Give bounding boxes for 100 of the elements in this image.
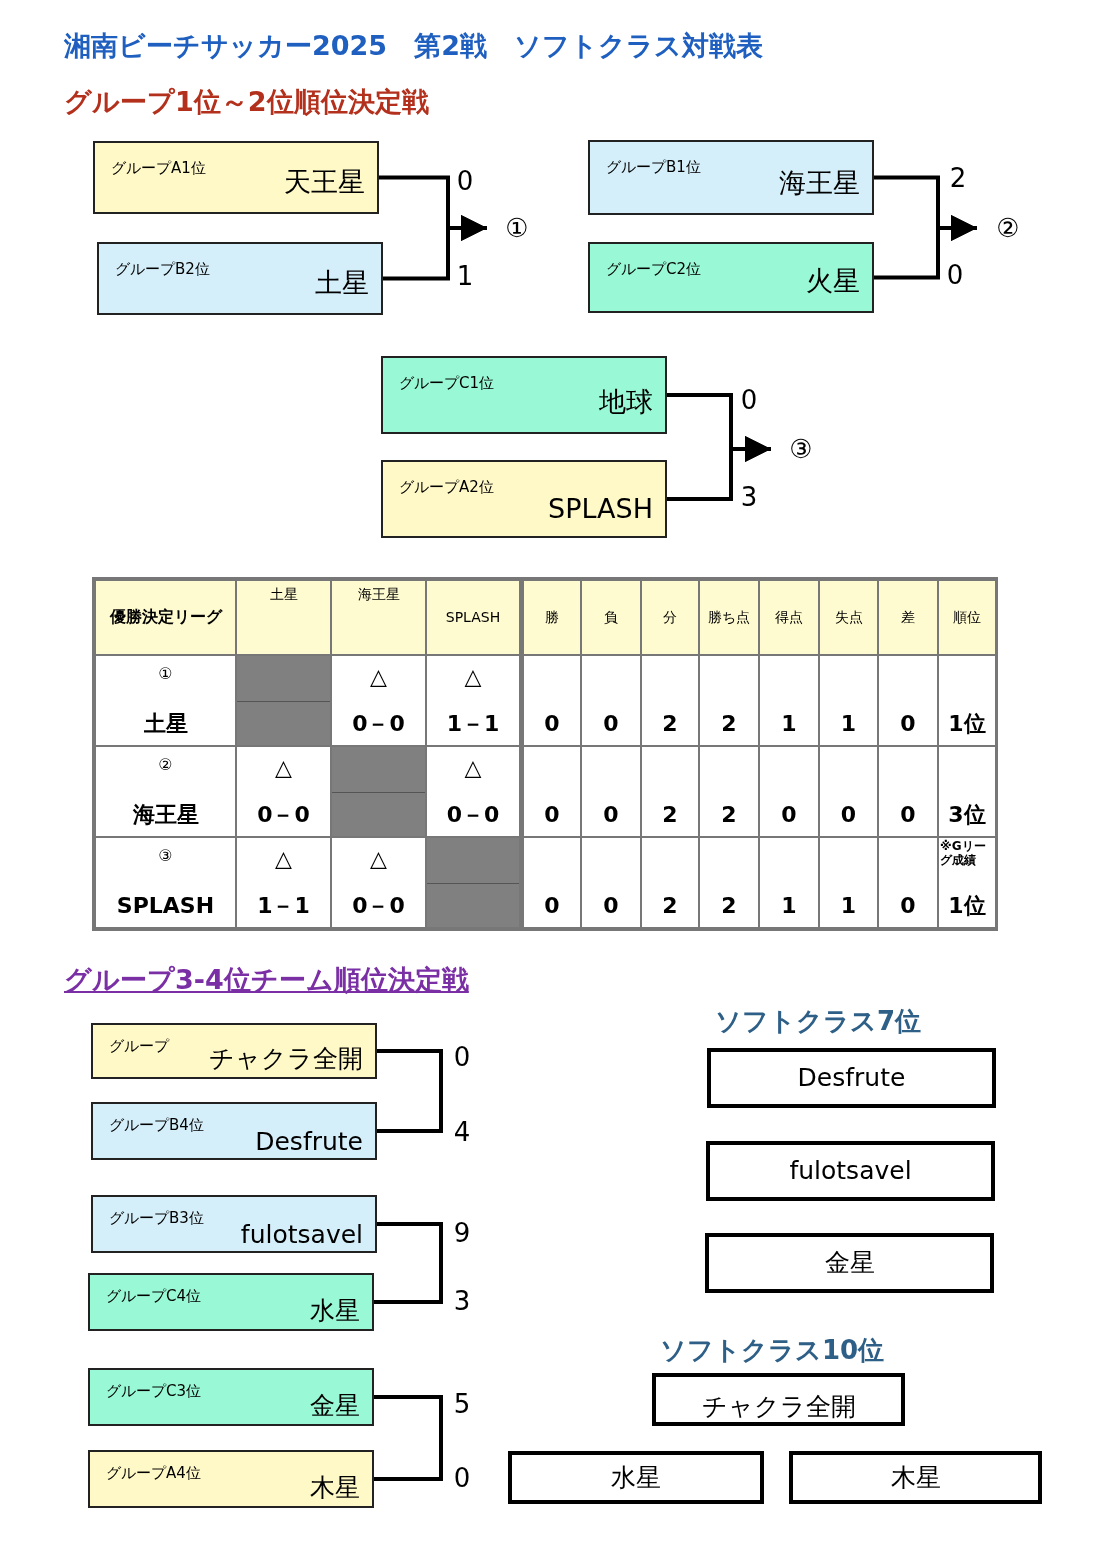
group-label: グループA1位	[111, 159, 206, 178]
group-label: グループA4位	[106, 1464, 201, 1483]
stat-value: 0	[603, 801, 619, 828]
bracket-line	[377, 1049, 443, 1133]
team-box	[588, 140, 874, 215]
match-number: ①	[505, 215, 529, 241]
stat-value: 0	[603, 892, 619, 919]
match-score: 1－1	[446, 710, 500, 737]
match-score: 0－0	[257, 801, 310, 828]
draw-mark: △	[370, 664, 387, 691]
stat-value: 2	[721, 801, 737, 828]
team-name: 金星	[824, 1248, 875, 1278]
group-label: グループB4位	[109, 1116, 204, 1135]
page-title: 湘南ビーチサッカー2025 第2戦 ソフトクラス対戦表	[64, 29, 763, 63]
team-box	[88, 1368, 374, 1426]
team-name: 火星	[806, 264, 860, 298]
team-name: 木星	[890, 1462, 941, 1493]
group-label: グループC4位	[106, 1287, 202, 1306]
stat-value: 2	[662, 801, 678, 828]
header-text: 得点	[775, 607, 803, 627]
stat-value: 2	[721, 710, 737, 737]
group-label: グループB1位	[606, 158, 701, 177]
team-name: 地球	[599, 385, 653, 419]
rank-value: 1位	[948, 710, 986, 737]
stat-value: 1	[781, 710, 797, 737]
match-score: 1－1	[257, 892, 310, 919]
group-label: グループC3位	[106, 1382, 202, 1401]
section-heading: ソフトクラス10位	[660, 1334, 885, 1367]
match-score: 0－0	[352, 892, 405, 919]
group-label: グループA2位	[399, 478, 494, 497]
rank-value: 1位	[948, 892, 986, 919]
stat-value: 0	[900, 801, 916, 828]
draw-mark: △	[464, 664, 482, 691]
stat-value: 1	[840, 710, 857, 737]
draw-mark: △	[275, 755, 292, 782]
team-name: 海王星	[132, 801, 199, 828]
header-text: 順位	[953, 607, 981, 627]
match-number: ③	[789, 436, 813, 462]
stat-value: 1	[840, 892, 857, 919]
match-number: ②	[158, 755, 173, 775]
group-label: グループC1位	[399, 374, 495, 393]
header-text: 差	[901, 607, 915, 627]
team-name: fulotsavel	[789, 1156, 912, 1186]
section-heading: グループ1位～2位順位決定戦	[64, 85, 429, 119]
rank-box	[789, 1451, 1042, 1504]
team-name: 土星	[143, 710, 188, 737]
team-name: 水星	[611, 1462, 661, 1493]
header-text: 分	[663, 607, 677, 627]
header-text: 優勝決定リーグ	[109, 606, 222, 629]
rank-box	[705, 1233, 994, 1293]
header-text: 土星	[269, 585, 298, 604]
group-label: グループB3位	[109, 1209, 204, 1228]
stat-value: 0	[900, 710, 916, 737]
match-score: 0－0	[446, 801, 500, 828]
team-box	[88, 1450, 374, 1508]
bracket-arrow	[383, 215, 487, 281]
stat-value: 2	[662, 710, 678, 737]
bracket-line	[374, 1395, 443, 1481]
team-name: SPLASH	[116, 892, 215, 919]
team-name: SPLASH	[548, 493, 653, 524]
stat-value: 1	[781, 892, 797, 919]
group-label: グループC2位	[606, 260, 702, 279]
team-name: チャクラ全開	[701, 1392, 856, 1422]
stat-value: 0	[544, 710, 560, 737]
stat-value: 0	[900, 892, 916, 919]
stat-value: 2	[721, 892, 737, 919]
note-text: ※Gリーグ成績	[940, 840, 987, 868]
bracket-arrow	[874, 215, 977, 280]
draw-mark: △	[275, 846, 292, 873]
group-label: グループ	[109, 1037, 169, 1056]
match-number: ①	[158, 664, 173, 684]
team-name: チャクラ全開	[209, 1043, 363, 1075]
team-name: fulotsavel	[240, 1220, 363, 1249]
rank-box	[652, 1373, 905, 1426]
team-name: Desfrute	[797, 1063, 906, 1093]
stat-value: 0	[781, 801, 797, 828]
rank-box	[706, 1141, 995, 1201]
team-name: 海王星	[779, 166, 860, 200]
rank-value: 3位	[948, 801, 986, 828]
team-box	[93, 141, 379, 214]
stat-value: 0	[840, 801, 857, 828]
header-text: 失点	[834, 607, 863, 627]
team-box	[91, 1023, 377, 1079]
team-name: 金星	[310, 1390, 360, 1422]
draw-mark: △	[464, 755, 482, 782]
draw-mark: △	[370, 846, 387, 873]
stat-value: 0	[544, 892, 560, 919]
header-text: 負	[604, 607, 618, 627]
bracket-line	[374, 1222, 443, 1304]
team-name: 水星	[310, 1295, 360, 1327]
stat-value: 0	[603, 710, 619, 737]
match-score: 0－0	[352, 710, 405, 737]
team-box	[381, 460, 667, 538]
header-text: SPLASH	[445, 607, 501, 627]
team-box	[97, 242, 383, 315]
match-number: ②	[996, 215, 1020, 241]
team-name: 木星	[310, 1472, 360, 1504]
stat-value: 0	[544, 801, 560, 828]
team-name: Desfrute	[255, 1127, 363, 1156]
rank-box	[707, 1048, 996, 1108]
